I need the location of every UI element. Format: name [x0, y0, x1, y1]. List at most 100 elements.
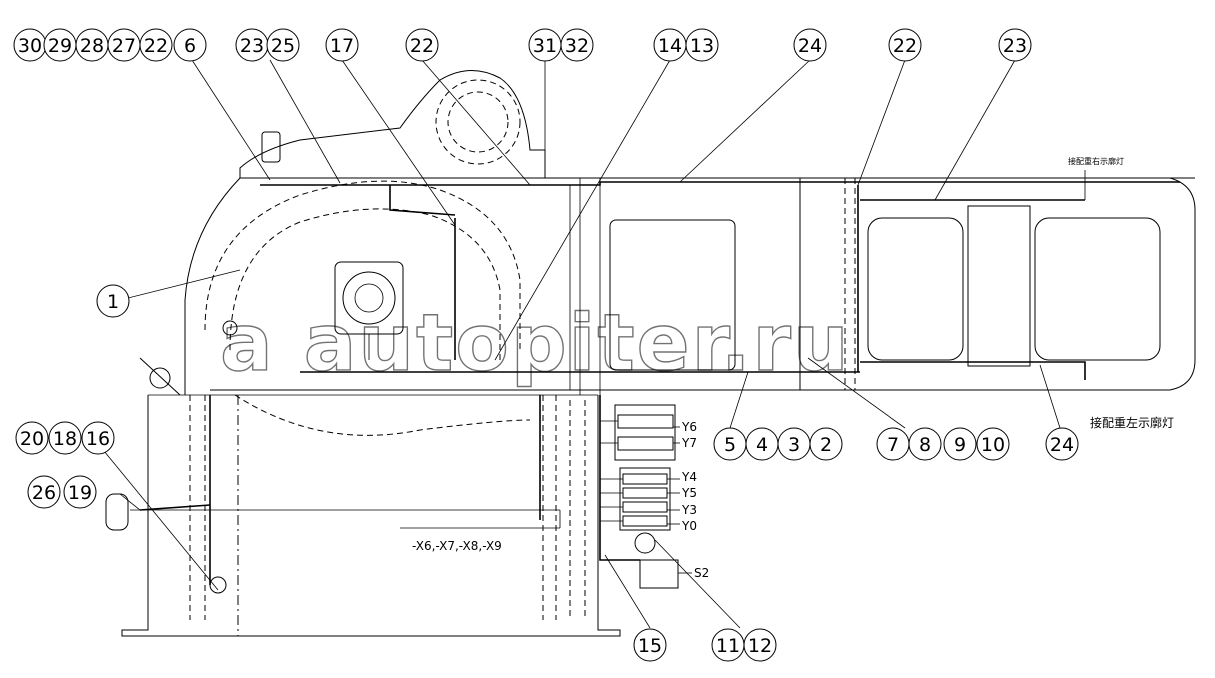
balloon-number: 3 — [788, 434, 800, 456]
balloon-mid-9: 24 — [1045, 427, 1079, 461]
balloon-circle — [888, 28, 922, 62]
balloon-circle — [943, 427, 977, 461]
note-right-top: 接配重右示廓灯 — [1068, 156, 1124, 166]
balloon-number: 31 — [533, 35, 557, 57]
balloon-circle — [173, 28, 207, 62]
balloon-bottom-2: 12 — [743, 628, 777, 662]
balloon-number: 10 — [981, 434, 1005, 456]
balloon-circle — [560, 28, 594, 62]
label-y3: Y3 — [681, 503, 697, 517]
balloon-circle — [405, 28, 439, 62]
balloon-mid-3: 3 — [777, 427, 811, 461]
label-y0: Y0 — [681, 519, 697, 533]
balloon-top-2: 28 — [75, 28, 109, 62]
balloon-mid-5: 7 — [876, 427, 910, 461]
balloon-top-8: 17 — [325, 28, 359, 62]
balloon-mid-7: 9 — [943, 427, 977, 461]
balloon-number: 20 — [20, 428, 44, 450]
balloon-number: 22 — [893, 35, 917, 57]
slewing-motor — [139, 261, 404, 396]
balloon-top-13: 13 — [685, 28, 719, 62]
balloon-circle — [809, 427, 843, 461]
balloon-number: 2 — [820, 434, 832, 456]
balloon-left-0: 20 — [15, 421, 49, 455]
balloon-mid-2: 4 — [745, 427, 779, 461]
balloon-number: 25 — [271, 35, 295, 57]
balloon-number: 12 — [748, 635, 772, 657]
balloon-circle — [976, 427, 1010, 461]
watermark-text: a autopiter.ru — [220, 299, 851, 389]
balloon-top-0: 30 — [13, 28, 47, 62]
balloon-top-7: 25 — [266, 28, 300, 62]
balloon-number: 18 — [53, 428, 77, 450]
balloon-circle — [793, 28, 827, 62]
balloon-number: 23 — [240, 35, 264, 57]
balloon-number: 24 — [798, 35, 822, 57]
balloon-circle — [139, 28, 173, 62]
balloon-number: 7 — [887, 434, 899, 456]
balloon-mid-1: 5 — [713, 427, 747, 461]
balloon-left-3: 26 — [27, 475, 61, 509]
balloon-top-3: 27 — [107, 28, 141, 62]
balloon-top-10: 31 — [528, 28, 562, 62]
balloon-number: 13 — [690, 35, 714, 57]
balloon-top-9: 22 — [405, 28, 439, 62]
balloon-top-14: 24 — [793, 28, 827, 62]
balloon-number: 4 — [756, 434, 768, 456]
balloon-number: 8 — [919, 434, 931, 456]
balloon-top-1: 29 — [43, 28, 77, 62]
balloon-circle — [908, 427, 942, 461]
balloon-number: 27 — [112, 35, 136, 57]
connector-labels: Y6 Y7 Y4 Y5 Y3 Y0 S2 -X6,-X7,-X8,-X9 接配重… — [412, 156, 1174, 580]
note-right: 接配重左示廓灯 — [1090, 415, 1174, 430]
balloon-number: 26 — [32, 482, 56, 504]
balloon-circle — [998, 28, 1032, 62]
balloon-circle — [27, 475, 61, 509]
balloon-mid-6: 8 — [908, 427, 942, 461]
balloon-mid-4: 2 — [809, 427, 843, 461]
balloon-number: 5 — [724, 434, 736, 456]
balloon-circle — [266, 28, 300, 62]
label-y5: Y5 — [681, 486, 697, 500]
balloon-number: 14 — [658, 35, 682, 57]
label-y4: Y4 — [681, 470, 697, 484]
balloon-number: 22 — [144, 35, 168, 57]
balloon-circle — [63, 475, 97, 509]
balloon-number: 30 — [18, 35, 42, 57]
label-y6: Y6 — [681, 420, 697, 434]
turntable-outline — [184, 69, 1196, 395]
balloon-number: 24 — [1050, 434, 1074, 456]
balloon-top-5: 6 — [173, 28, 207, 62]
balloon-circle — [81, 421, 115, 455]
balloon-number: 9 — [954, 434, 966, 456]
balloon-number: 17 — [330, 35, 354, 57]
leader-lines — [94, 59, 1061, 629]
balloon-number: 1 — [107, 291, 119, 313]
lamps — [105, 131, 281, 594]
balloon-left-4: 19 — [63, 475, 97, 509]
balloon-number: 11 — [716, 635, 740, 657]
balloon-bottom-1: 11 — [711, 628, 745, 662]
balloon-number: 32 — [565, 35, 589, 57]
balloon-left-2: 16 — [81, 421, 115, 455]
label-s2: S2 — [694, 566, 709, 580]
balloon-top-6: 23 — [235, 28, 269, 62]
balloon-number: 16 — [86, 428, 110, 450]
balloon-circle — [15, 421, 49, 455]
balloon-number: 28 — [80, 35, 104, 57]
balloon-number: 15 — [638, 635, 662, 657]
balloon-top-4: 22 — [139, 28, 173, 62]
balloon-circle — [1045, 427, 1079, 461]
balloon-circle — [743, 628, 777, 662]
balloon-top-16: 23 — [998, 28, 1032, 62]
balloon-circle — [48, 421, 82, 455]
balloon-circle — [96, 284, 130, 318]
balloon-left-1: 18 — [48, 421, 82, 455]
balloon-number: 22 — [410, 35, 434, 57]
balloon-bottom-0: 15 — [633, 628, 667, 662]
balloon-mid-8: 10 — [976, 427, 1010, 461]
balloon-number: 6 — [184, 35, 196, 57]
balloon-circle — [685, 28, 719, 62]
